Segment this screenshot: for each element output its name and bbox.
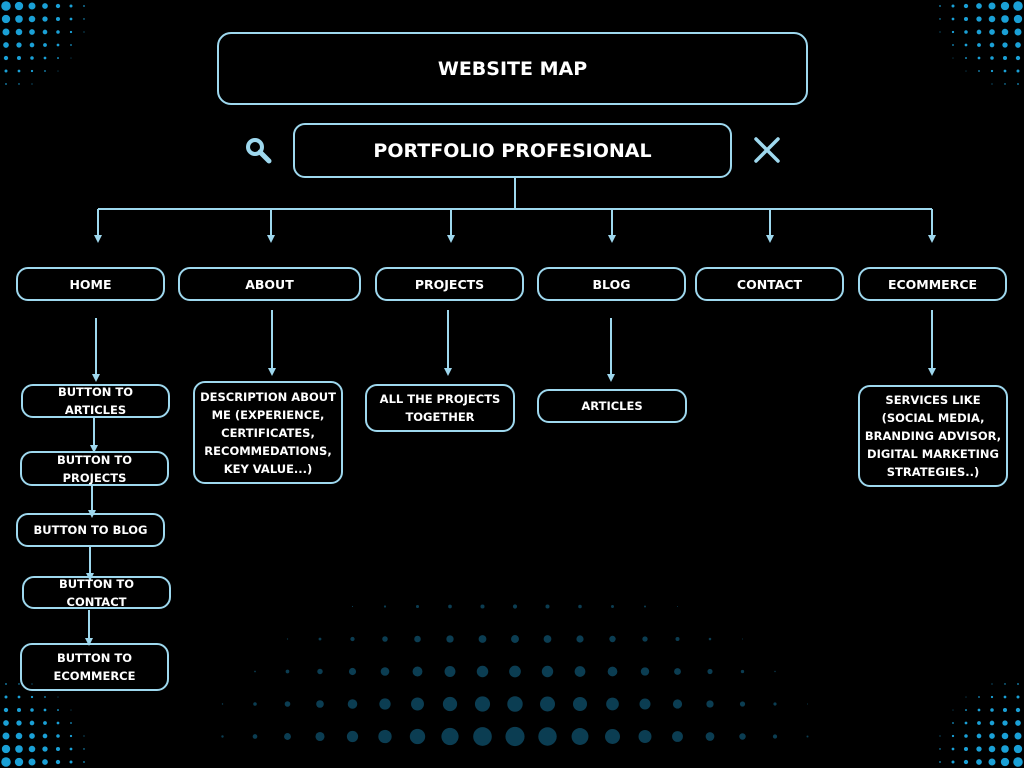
nav-node-contact[interactable]: CONTACT: [695, 267, 844, 301]
website-map-title: WEBSITE MAP: [217, 32, 808, 105]
close-icon[interactable]: [753, 136, 781, 164]
home-button-projects[interactable]: BUTTON TO PROJECTS: [20, 451, 169, 486]
about-description-node: DESCRIPTION ABOUT ME (EXPERIENCE, CERTIF…: [193, 381, 343, 484]
nav-node-projects[interactable]: PROJECTS: [375, 267, 524, 301]
nav-node-about[interactable]: ABOUT: [178, 267, 361, 301]
home-button-contact[interactable]: BUTTON TO CONTACT: [22, 576, 171, 609]
projects-child-node: ALL THE PROJECTS TOGETHER: [365, 384, 515, 432]
ecommerce-services-node: SERVICES LIKE (SOCIAL MEDIA, BRANDING AD…: [858, 385, 1008, 487]
search-icon[interactable]: [244, 136, 272, 164]
portfolio-root-node[interactable]: PORTFOLIO PROFESIONAL: [293, 123, 732, 178]
home-button-blog[interactable]: BUTTON TO BLOG: [16, 513, 165, 547]
blog-articles-node: ARTICLES: [537, 389, 687, 423]
home-button-articles[interactable]: BUTTON TO ARTICLES: [21, 384, 170, 418]
nav-node-ecommerce[interactable]: ECOMMERCE: [858, 267, 1007, 301]
nav-node-blog[interactable]: BLOG: [537, 267, 686, 301]
home-button-ecommerce[interactable]: BUTTON TO ECOMMERCE: [20, 643, 169, 691]
nav-node-home[interactable]: HOME: [16, 267, 165, 301]
